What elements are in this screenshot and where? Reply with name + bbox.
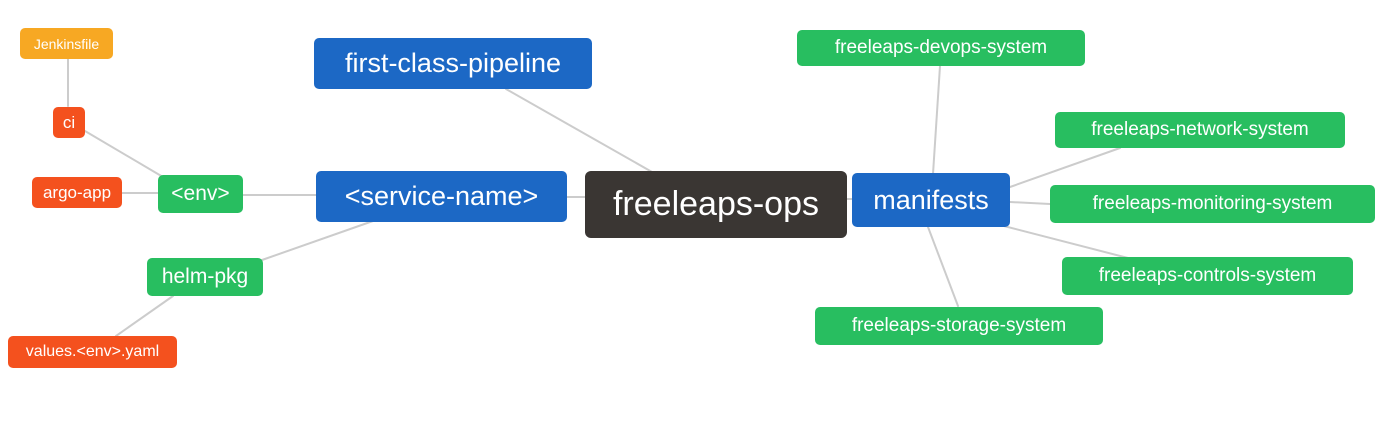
node-freeleaps-network-system[interactable]: freeleaps-network-system (1055, 112, 1345, 148)
node-first-class-pipeline[interactable]: first-class-pipeline (314, 38, 592, 89)
edge-values-to-helm-pkg (115, 295, 174, 337)
edge-ci-to-env (84, 130, 164, 178)
node-values-env-yaml[interactable]: values.<env>.yaml (8, 336, 177, 368)
edge-helm-pkg-to-service-name (261, 220, 374, 261)
node-ci[interactable]: ci (53, 107, 85, 138)
edge-manifests-to-monitoring (1009, 201, 1051, 205)
node-freeleaps-ops[interactable]: freeleaps-ops (585, 171, 847, 238)
node-manifests[interactable]: manifests (852, 173, 1010, 227)
node-freeleaps-devops-system[interactable]: freeleaps-devops-system (797, 30, 1085, 66)
edge-manifests-to-devops (932, 65, 941, 175)
edge-pipeline-to-ops (505, 88, 653, 173)
node-jenkinsfile[interactable]: Jenkinsfile (20, 28, 113, 59)
node-freeleaps-controls-system[interactable]: freeleaps-controls-system (1062, 257, 1353, 295)
edge-manifests-to-controls (1003, 225, 1129, 259)
node-argo-app[interactable]: argo-app (32, 177, 122, 208)
node-helm-pkg[interactable]: helm-pkg (147, 258, 263, 296)
node-service-name[interactable]: <service-name> (316, 171, 567, 222)
node-env[interactable]: <env> (158, 175, 243, 213)
node-freeleaps-monitoring-system[interactable]: freeleaps-monitoring-system (1050, 185, 1375, 223)
node-freeleaps-storage-system[interactable]: freeleaps-storage-system (815, 307, 1103, 345)
edge-manifests-to-storage (927, 226, 959, 307)
edge-manifests-to-network (1009, 147, 1121, 188)
